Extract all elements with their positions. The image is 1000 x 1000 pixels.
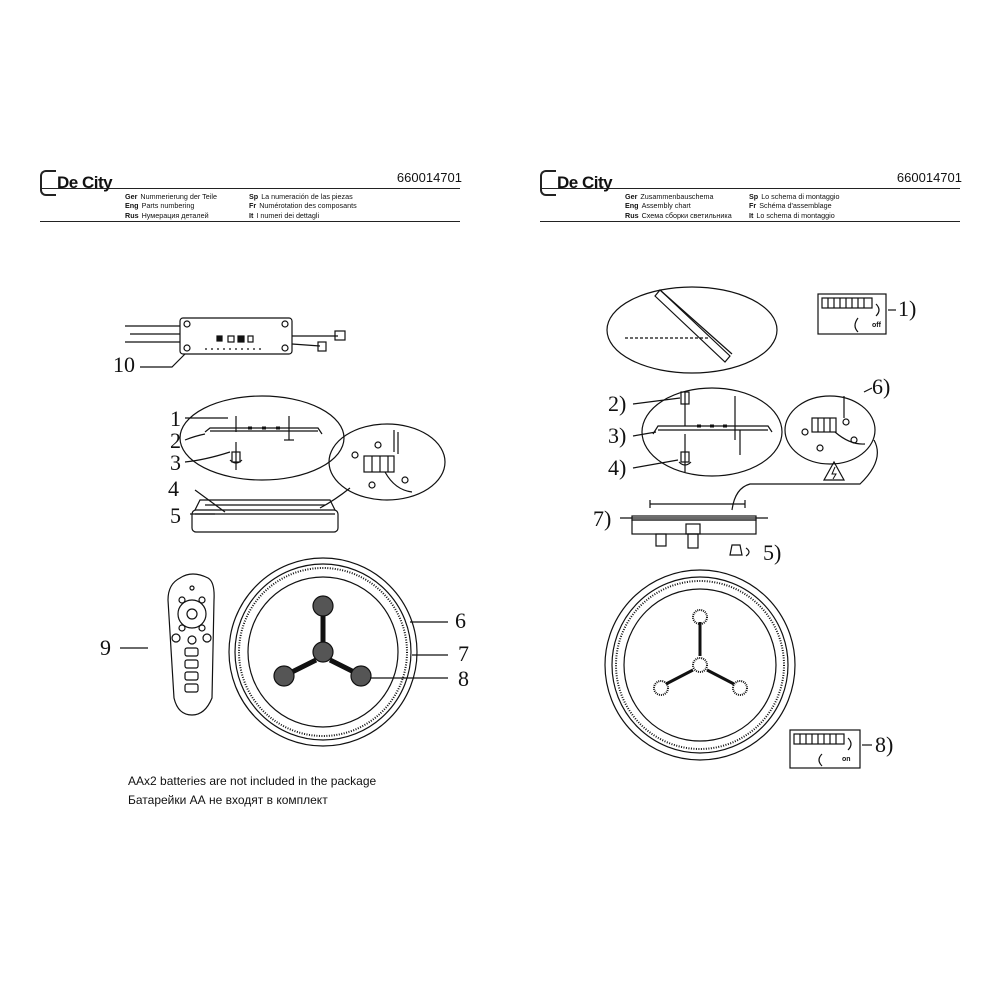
wiring-detail: [731, 387, 878, 511]
part-label: 8: [458, 666, 469, 691]
caption-code: It: [249, 210, 254, 220]
switch-panel-on: [789, 729, 872, 769]
step-label: 2): [608, 391, 627, 416]
step-label: 3): [608, 423, 627, 448]
logo-mark-icon: [540, 170, 556, 196]
caption-text: Zusammenbauschema: [640, 192, 714, 201]
lamp-profile: [620, 500, 768, 557]
step-label: 8): [875, 732, 894, 757]
terminal-detail: [319, 423, 446, 509]
driver-box: [125, 317, 346, 368]
caption-code: Eng: [125, 201, 139, 211]
caption-text: La numeración de las piezas: [261, 192, 353, 201]
caption-code: It: [749, 210, 754, 220]
ceiling-ellipse: [606, 286, 778, 374]
doc-number: 660014701: [896, 170, 962, 185]
logo-text: De City: [57, 173, 113, 192]
logo-text: De City: [557, 173, 613, 192]
part-label: 9: [100, 635, 111, 660]
caption-code: Fr: [749, 201, 757, 211]
step-label: 7): [593, 506, 612, 531]
part-label: 10: [113, 352, 135, 377]
switch-off-text: off: [872, 322, 881, 329]
caption-text: Lo schema di montaggio: [761, 192, 840, 201]
step-label: 1): [898, 296, 917, 321]
brand-logo: De City: [540, 170, 613, 196]
caption-code: Rus: [125, 210, 139, 220]
caption-text: Parts numbering: [141, 201, 195, 211]
caption-text: Schéma d'assemblage: [759, 201, 832, 211]
caption-code: Fr: [249, 201, 257, 211]
doc-number: 660014701: [396, 170, 462, 185]
bracket-detail: [179, 395, 345, 481]
step-label: 6): [872, 374, 891, 399]
header-rule: [40, 221, 460, 222]
lamp-top-view: [228, 557, 448, 747]
part-label: 3: [170, 450, 181, 475]
part-label: 4: [168, 476, 179, 501]
caption-code: Ger: [625, 192, 638, 201]
header-rule: [540, 188, 960, 189]
switch-panel-off: [817, 293, 896, 335]
remote-control: [120, 573, 215, 716]
warning-icon: [822, 460, 846, 481]
header-rule: [40, 188, 460, 189]
step-label: 4): [608, 455, 627, 480]
step-label: 5): [763, 540, 782, 565]
lamp-top-view: [604, 569, 796, 761]
logo-mark-icon: [40, 170, 56, 196]
brand-logo: De City: [40, 170, 113, 196]
caption-code: Sp: [749, 192, 759, 201]
parts-diagram: [120, 317, 448, 747]
switch-on-text: on: [842, 756, 851, 763]
caption-text: Нумерация деталей: [141, 210, 209, 220]
part-label: 2: [170, 428, 181, 453]
caption-text: Assembly chart: [641, 201, 691, 211]
header-rule: [540, 221, 960, 222]
part-label: 1: [170, 406, 181, 431]
battery-note-en: AAx2 batteries are not included in the p…: [128, 774, 377, 788]
part-label: 7: [458, 641, 469, 666]
lamp-profile: [190, 489, 339, 533]
caption-text: Lo schema di montaggio: [756, 210, 835, 220]
caption-code: Rus: [625, 210, 639, 220]
caption-code: Eng: [625, 201, 639, 211]
assembly-diagram: [604, 286, 896, 769]
caption-code: Ger: [125, 192, 138, 201]
part-label: 6: [455, 608, 466, 633]
caption-code: Sp: [249, 192, 259, 201]
part-label: 5: [170, 503, 181, 528]
caption-text: I numeri dei dettagli: [256, 210, 320, 220]
bracket-detail: [632, 387, 783, 477]
battery-note-ru: Батарейки АА не входят в комплект: [128, 793, 328, 807]
caption-text: Схема сборки светильника: [641, 210, 732, 220]
caption-text: Numérotation des composants: [259, 201, 357, 211]
caption-text: Nummerierung der Teile: [140, 192, 217, 201]
